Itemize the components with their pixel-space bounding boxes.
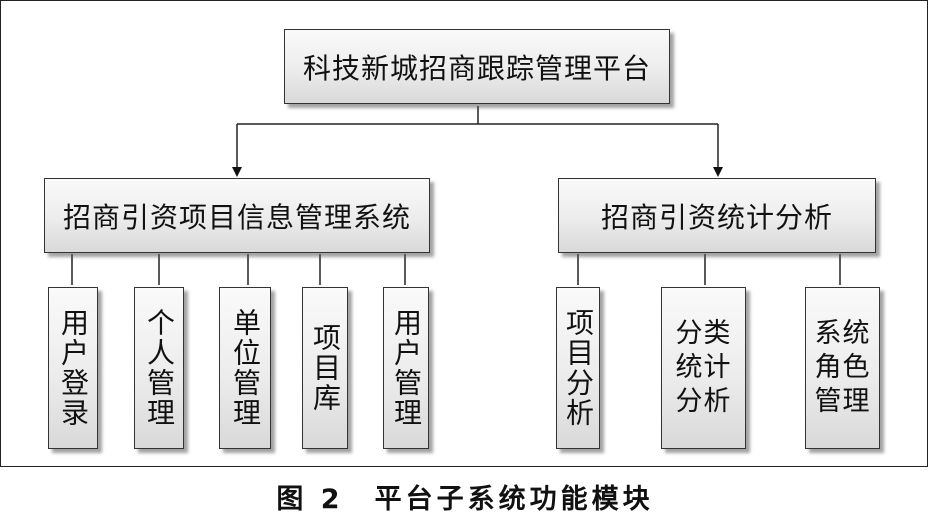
root-node: 科技新城招商跟踪管理平台 [284,29,670,104]
module-label: 单位管理 [229,308,262,428]
module-project-library: 项目库 [302,287,348,449]
module-user-login: 用户登录 [48,287,98,449]
module-unit-management: 单位管理 [219,287,271,449]
module-project-analysis: 项目分析 [556,287,600,449]
module-category-statistics: 分类统计分析 [661,287,746,449]
module-label: 系统角色管理 [814,318,871,417]
module-system-role-management: 系统角色管理 [805,287,880,449]
module-label: 用户管理 [390,308,423,428]
module-label: 项目分析 [562,308,595,428]
module-label: 个人管理 [143,308,176,428]
module-personal-management: 个人管理 [134,287,184,449]
system-node-project-info: 招商引资项目信息管理系统 [44,178,430,253]
module-label: 项目库 [309,323,342,413]
module-label: 用户登录 [57,308,90,428]
module-label: 分类统计分析 [675,318,732,417]
system-node-statistics: 招商引资统计分析 [558,178,876,253]
figure-caption: 图 2 平台子系统功能模块 [276,484,654,515]
module-user-management: 用户管理 [383,287,429,449]
